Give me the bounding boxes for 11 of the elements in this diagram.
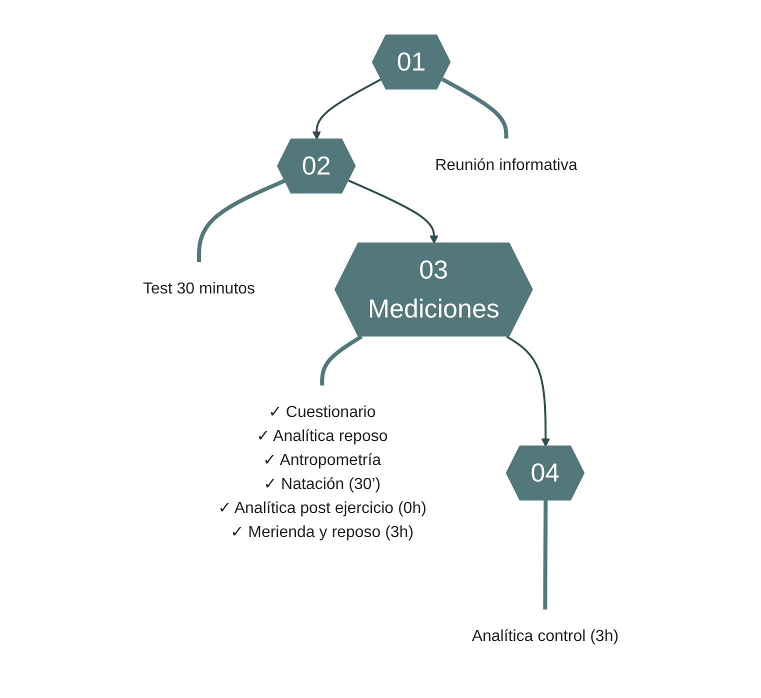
arrow [312, 78, 382, 140]
arrow [348, 179, 438, 244]
arrow [506, 335, 550, 446]
connector [440, 76, 508, 138]
connector [196, 178, 286, 262]
node-text: Test 30 minutos [142, 280, 255, 297]
node-text: Reunión informativa [434, 156, 578, 174]
connector [320, 334, 362, 386]
connector [542, 500, 548, 610]
node-text: ✓ Cuestionario ✓ Analítica reposo ✓ Antropometría ✓ Natación (30’) ✓ Analítica post ejercicio (0h) ✓ Merienda y reposo (3h) [218, 403, 426, 540]
node-text: Analítica control (3h) [472, 627, 618, 644]
